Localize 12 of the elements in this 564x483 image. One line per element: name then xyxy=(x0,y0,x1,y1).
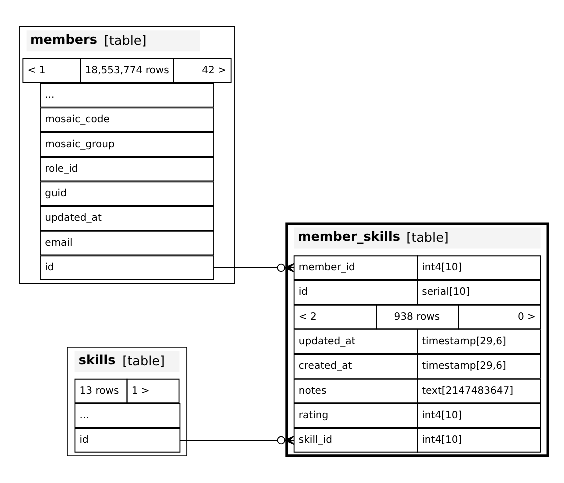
node-box: guid xyxy=(40,182,214,206)
node-box: id xyxy=(40,256,214,280)
node-box: mosaic_group xyxy=(40,132,214,158)
node-box: ... xyxy=(40,83,214,108)
node-box: ... xyxy=(74,404,181,428)
node-box: email xyxy=(40,231,214,256)
node-box: mosaic_code xyxy=(40,108,214,132)
node-box: updated_at xyxy=(40,206,214,231)
connector xyxy=(180,436,295,446)
node-box: id xyxy=(74,428,181,453)
node-box: role_id xyxy=(40,157,214,182)
connector xyxy=(214,263,295,273)
